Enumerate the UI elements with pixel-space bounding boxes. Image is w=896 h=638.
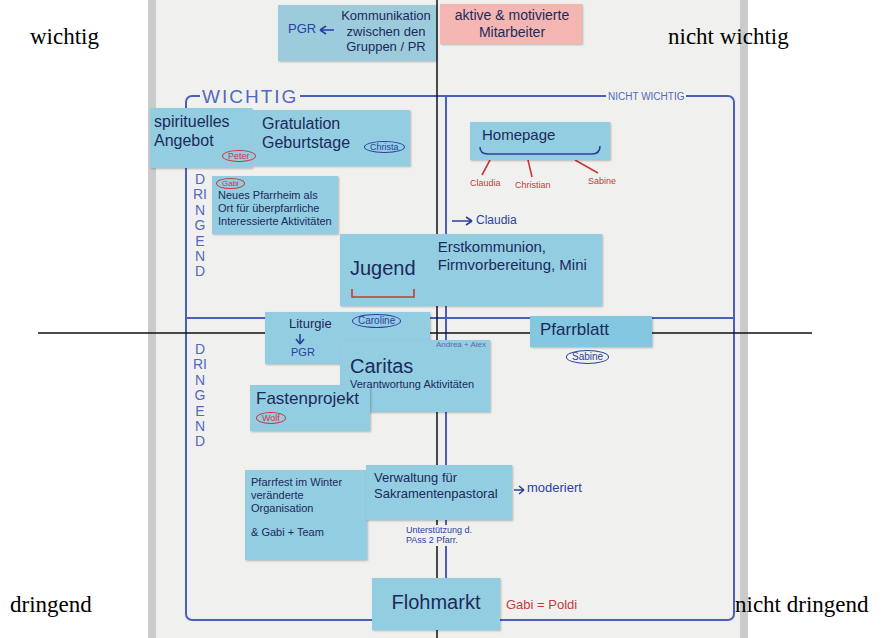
note-text: Kommunikation zwischen den Gruppen / PR xyxy=(338,8,434,55)
note-text: Verwaltung für Sakramentenpastoral xyxy=(374,470,508,501)
board-frame xyxy=(148,0,748,638)
axis-label: nicht dringend xyxy=(735,592,869,618)
handwritten-note: Unterstützung d. PAss 2 Pfarr. xyxy=(404,525,492,546)
note-text: & Gabi + Team xyxy=(251,526,363,539)
note-text: Liturgie xyxy=(289,316,426,332)
vertical-heading: DRINGEND xyxy=(193,172,207,280)
sticky-note: Pfarrblatt xyxy=(530,316,652,347)
name-tag: Claudia xyxy=(476,214,517,228)
handwritten-note: moderiert xyxy=(527,481,582,496)
note-heading: Caritas xyxy=(350,354,484,378)
note-text: spirituelles Angebot xyxy=(154,112,248,150)
sticky-note: Flohmarkt xyxy=(372,578,500,630)
marker-arrow xyxy=(514,486,524,494)
hand-drawn-frame xyxy=(186,96,734,620)
note-text: Homepage xyxy=(482,126,606,144)
name-tag: Christian xyxy=(515,180,551,190)
name-tag: Peter xyxy=(222,150,256,162)
handwritten-heading: NICHT WICHTIG xyxy=(606,91,686,103)
axis-label: nicht wichtig xyxy=(668,24,789,50)
note-text: aktive & motivierte Mitarbeiter xyxy=(446,7,578,41)
name-tag: Sabine xyxy=(566,350,609,364)
marker-stroke xyxy=(482,160,598,177)
note-heading: Jugend xyxy=(350,256,416,280)
sticky-note: Pfarrfest im Winter veränderte Organisat… xyxy=(245,470,367,560)
note-text: Flohmarkt xyxy=(376,590,496,614)
sticky-note: Verwaltung für Sakramentenpastoral xyxy=(366,465,512,520)
name-tag: Sabine xyxy=(588,176,616,186)
marker-arrow xyxy=(452,217,472,225)
name-tag: Caroline xyxy=(352,314,401,328)
note-text: Verantwortung Aktivitäten xyxy=(350,378,484,391)
note-heading: Pfarrfest im Winter veränderte Organisat… xyxy=(251,476,363,516)
handwritten-note: PGR xyxy=(291,346,315,359)
note-text: Pfarrblatt xyxy=(540,320,648,340)
sticky-note: Gratulation Geburtstage xyxy=(252,110,410,166)
note-text: Fastenprojekt xyxy=(256,389,366,409)
sticky-note: Jugend Erstkommunion, Firmvorbereitung, M… xyxy=(340,234,602,306)
name-tag: Claudia xyxy=(470,178,501,188)
sticky-note: Fastenprojekt xyxy=(250,385,370,431)
sticky-note: aktive & motivierte Mitarbeiter xyxy=(440,4,582,44)
marker-arrow xyxy=(296,334,304,344)
note-text: Erstkommunion, Firmvorbereitung, Mini xyxy=(438,238,598,274)
marker-bracket xyxy=(480,146,600,154)
marker-arrow xyxy=(320,26,334,34)
handwritten-heading: WICHTIG xyxy=(200,86,300,108)
note-text: Neues Pfarrheim als Ort für überpfarrlic… xyxy=(218,189,334,229)
marker-bracket xyxy=(352,289,414,297)
handwritten-note: PGR xyxy=(288,22,316,37)
axis-label: dringend xyxy=(10,592,92,618)
name-tag: Christa xyxy=(364,141,405,153)
vertical-heading: DRINGEND xyxy=(193,342,207,450)
name-tag: Gabi = Poldi xyxy=(506,598,577,613)
axis-label: wichtig xyxy=(30,24,99,50)
name-tag: Andrea + Alex xyxy=(436,340,486,349)
flipchart-paper xyxy=(156,0,740,638)
